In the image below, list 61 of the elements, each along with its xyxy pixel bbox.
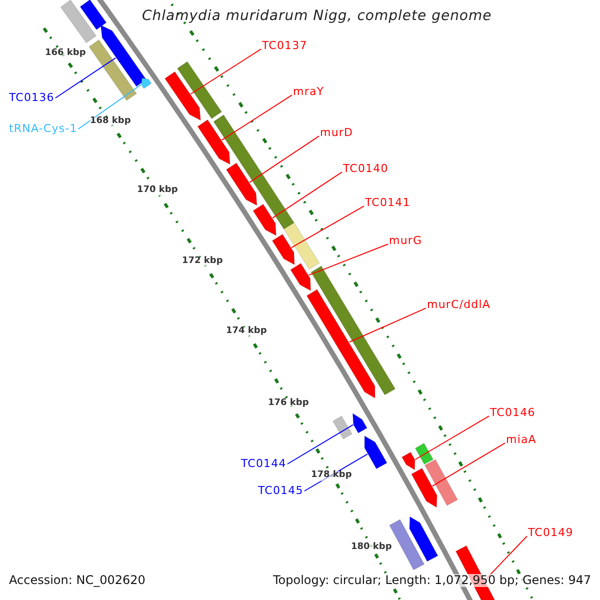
leader-line (54, 57, 116, 98)
leader-line (272, 172, 342, 218)
leader-line (291, 206, 364, 248)
gene-label: miaA (506, 434, 536, 446)
gene-label: murC/ddlA (427, 299, 491, 312)
gene-label: TC0141 (365, 197, 410, 210)
gene-feature (332, 416, 352, 440)
gene-feature (401, 452, 416, 470)
scale-label: 176 kbp (268, 399, 309, 409)
gene-feature (88, 39, 137, 101)
leader-line (221, 94, 292, 141)
gene-label: tRNA-Cys-1 (9, 123, 78, 136)
scale-label: 180 kbp (351, 543, 392, 553)
gene-feature (364, 435, 388, 470)
scale-label: 172 kbp (182, 257, 223, 267)
gene-feature (352, 412, 368, 434)
gene-label: murG (389, 235, 422, 248)
leader-line (190, 48, 262, 94)
leader-line (432, 442, 506, 487)
gene-feature (414, 442, 434, 465)
gene-feature (197, 119, 230, 165)
accession-text: Accession: NC_002620 (9, 574, 146, 588)
gene-feature (176, 61, 222, 120)
gene-feature (226, 162, 258, 206)
gene-label: murD (320, 127, 354, 140)
gene-label: TC0149 (528, 527, 574, 540)
scale-label: 178 kbp (311, 471, 352, 481)
genome-summary-text: Topology: circular; Length: 1,072,950 bp; Genes: 947 (273, 574, 592, 588)
gene-feature (140, 78, 152, 89)
gene-label: TC0140 (343, 163, 388, 176)
gene-feature (100, 24, 147, 87)
leader-line (286, 424, 354, 464)
gene-feature (213, 114, 295, 230)
gene-feature (306, 289, 376, 399)
gene-label: TC0136 (9, 92, 54, 104)
gene-label: TC0146 (490, 407, 536, 420)
scale-label: 168 kbp (90, 117, 131, 127)
gene-feature (164, 71, 201, 121)
leader-line (349, 308, 426, 342)
gene-feature (60, 0, 97, 44)
gene-feature (283, 222, 320, 270)
gene-feature (272, 234, 295, 266)
leader-line (304, 454, 368, 492)
leader-line (249, 136, 320, 183)
leader-line (308, 244, 388, 276)
gene-feature (424, 459, 458, 506)
gene-feature (409, 516, 438, 562)
scale-label: 170 kbp (137, 186, 178, 196)
gene-feature (80, 0, 107, 30)
gene-label: mraY (293, 86, 324, 98)
scale-label: 166 kbp (45, 49, 86, 59)
gene-feature (310, 266, 396, 396)
gene-feature (252, 204, 276, 236)
scale-label: 174 kbp (226, 327, 267, 337)
map-title: Chlamydia muridarum Nigg, complete genome (142, 9, 492, 24)
gene-label: TC0145 (258, 485, 304, 498)
gene-label: TC0144 (241, 458, 286, 470)
leader-line (414, 416, 490, 460)
gene-feature (411, 468, 438, 508)
leader-line (78, 84, 142, 130)
gene-label: TC0137 (262, 40, 308, 52)
